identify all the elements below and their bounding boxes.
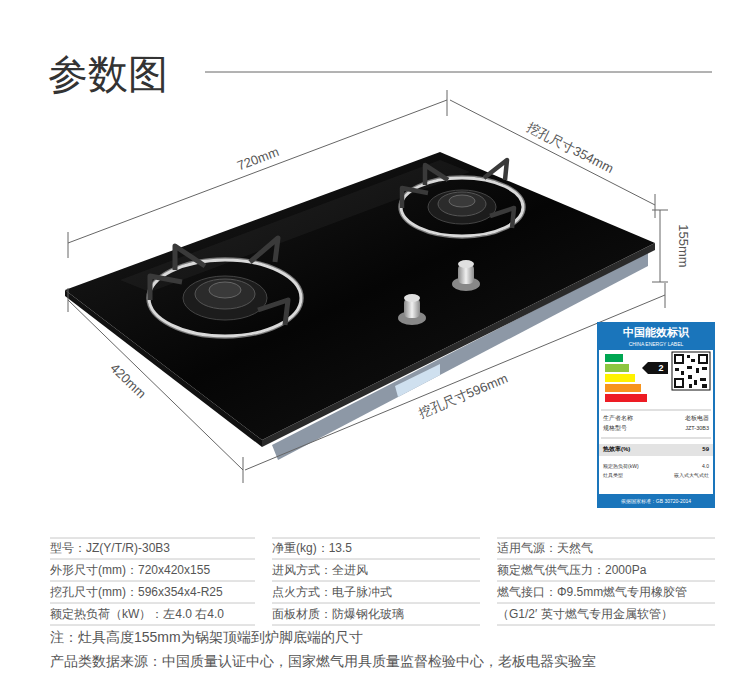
page-title: 参数图 bbox=[48, 50, 168, 98]
energy-label-text: JZT-30B3 bbox=[685, 425, 709, 432]
energy-label-graphics bbox=[597, 322, 715, 508]
energy-label-text: 热效率(%) bbox=[603, 446, 630, 453]
control-knob bbox=[398, 294, 426, 325]
spec-cell: 型号：JZ(Y/T/R)-30B3 bbox=[50, 541, 170, 555]
title-rule bbox=[205, 72, 712, 73]
right-burner bbox=[399, 160, 525, 238]
energy-label-text: 4.0 bbox=[702, 463, 709, 469]
dimension-label: 155mm bbox=[675, 221, 691, 270]
spec-cell: 挖孔尺寸(mm)：596x354x4-R25 bbox=[50, 585, 223, 599]
energy-label-text: 2 bbox=[658, 363, 663, 374]
spec-cell: （G1/2′ 英寸燃气专用金属软管） bbox=[497, 607, 673, 621]
energy-label-text: 灶具类型 bbox=[603, 472, 623, 478]
note-text: 产品类数据来源：中国质量认证中心，国家燃气用具质量监督检验中心，老板电器实验室 bbox=[50, 653, 596, 670]
table-rules bbox=[50, 538, 715, 625]
spec-cell: 点火方式：电子脉冲式 bbox=[272, 585, 392, 599]
energy-label-text: 嵌入式大气式灶 bbox=[674, 472, 709, 478]
left-burner bbox=[147, 238, 303, 338]
energy-label-text: 规格型号 bbox=[603, 425, 627, 432]
spec-cell: 外形尺寸(mm)：720x420x155 bbox=[50, 563, 210, 577]
spec-cell: 额定燃气供气压力：2000Pa bbox=[497, 563, 646, 577]
dimension-label: 420mm bbox=[105, 358, 151, 404]
energy-label-text: 老板电器 bbox=[685, 415, 709, 422]
glass-panel bbox=[65, 152, 655, 440]
spec-cell: 净重(kg)：13.5 bbox=[272, 541, 352, 555]
control-knob bbox=[452, 260, 480, 291]
energy-label-text: 中国能效标识 bbox=[623, 326, 689, 339]
energy-label-text: 59 bbox=[702, 446, 709, 453]
energy-label: 中国能效标识 CHINA ENERGY LABEL 2 生产者名称 老板电器规格型号 JZ… bbox=[597, 322, 715, 508]
spec-cell: 额定热负荷（kW）：左4.0 右4.0 bbox=[50, 607, 224, 621]
dimension-label: 720mm bbox=[232, 143, 284, 175]
energy-label-text: 额定热负荷(kW) bbox=[603, 463, 639, 469]
spec-cell: 面板材质：防爆钢化玻璃 bbox=[272, 607, 404, 621]
spec-cell: 燃气接口：Φ9.5mm燃气专用橡胶管 bbox=[497, 585, 687, 599]
spec-cell: 进风方式：全进风 bbox=[272, 563, 368, 577]
energy-label-text: 依据国家标准：GB 30720-2014 bbox=[621, 498, 691, 504]
spec-cell: 适用气源：天然气 bbox=[497, 541, 593, 555]
energy-label-text: 生产者名称 bbox=[603, 415, 633, 422]
dimension-lines bbox=[68, 90, 668, 483]
note-text: 注：灶具高度155mm为锅架顶端到炉脚底端的尺寸 bbox=[50, 629, 363, 646]
dimension-label: 挖孔尺寸354mm bbox=[521, 118, 618, 178]
energy-label-text: CHINA ENERGY LABEL bbox=[629, 341, 684, 347]
